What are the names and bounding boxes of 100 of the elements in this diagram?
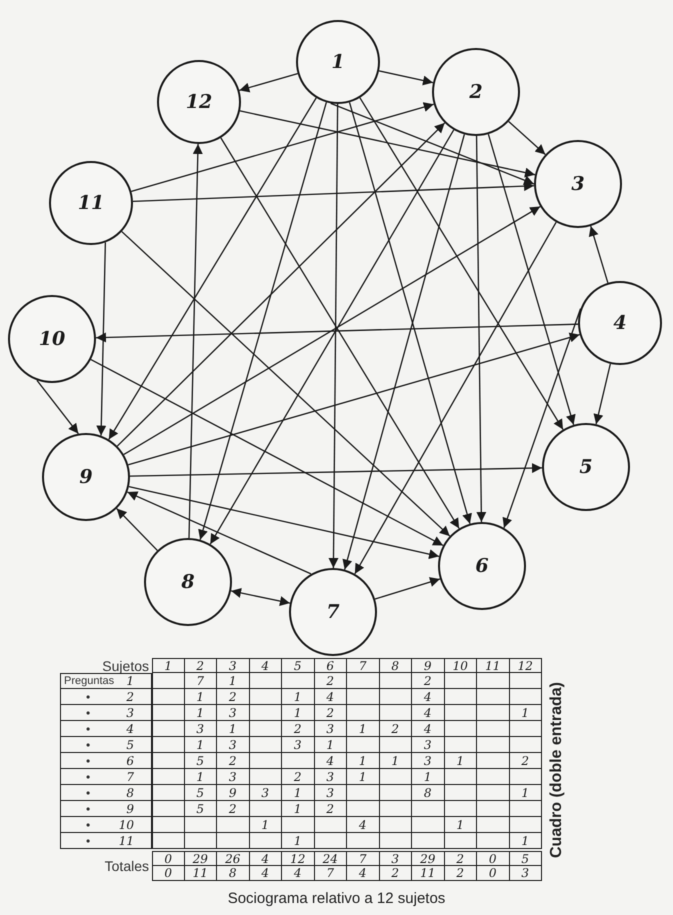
- arrow: [359, 97, 564, 430]
- table-cell: 2: [282, 721, 314, 737]
- ditto-mark: •: [86, 690, 90, 702]
- ditto-mark: •: [86, 770, 90, 782]
- table-cell: 7: [347, 851, 380, 866]
- arrow: [239, 73, 298, 92]
- arrow: [488, 134, 576, 425]
- table-cell: 1: [152, 658, 184, 673]
- table-cell: 0: [152, 866, 184, 881]
- table-cell: 2: [510, 753, 542, 769]
- subject-number: 11: [78, 192, 104, 214]
- table-cell: 4: [347, 866, 380, 881]
- table-cell: 11: [477, 658, 510, 673]
- arrow: [594, 364, 611, 424]
- row-number: 4: [126, 722, 134, 734]
- table-cell: 2: [217, 801, 250, 817]
- row-number: 8: [126, 786, 134, 798]
- table-cell: 1: [282, 833, 314, 849]
- arrow: [354, 222, 557, 574]
- table-cell: 2: [380, 866, 412, 881]
- table-cell: 4: [282, 866, 314, 881]
- table-cell: 4: [250, 866, 282, 881]
- row-number: 7: [126, 770, 134, 782]
- table-cell: 5: [184, 785, 217, 801]
- arrow: [121, 231, 450, 537]
- table-cell: 3: [380, 851, 412, 866]
- table-cell: 2: [282, 769, 314, 785]
- arrow: [240, 110, 536, 178]
- table-cell: 1: [217, 721, 250, 737]
- arrow: [128, 332, 580, 466]
- arrow: [90, 358, 444, 546]
- arrow: [128, 486, 440, 560]
- table-cell: 11: [412, 866, 444, 881]
- table-cell: 1: [314, 737, 347, 753]
- table-cell: 1: [510, 833, 542, 849]
- table-cell: 4: [412, 689, 444, 705]
- table-cell: 5: [510, 851, 542, 866]
- caption: Sociograma relativo a 12 sujetos: [226, 890, 446, 907]
- table-cell: 3: [314, 785, 347, 801]
- row-number: 5: [126, 738, 134, 750]
- table-cell: 7: [314, 866, 347, 881]
- subject-number: 5: [579, 456, 593, 478]
- table-cell: 1: [282, 801, 314, 817]
- arrow: [130, 463, 542, 477]
- arrow: [96, 324, 578, 342]
- arrow: [230, 588, 290, 606]
- ditto-mark: •: [86, 802, 90, 814]
- table-cell: 8: [380, 658, 412, 673]
- table-cell: 2: [444, 866, 477, 881]
- row-number: 3: [126, 706, 134, 718]
- arrow: [508, 120, 546, 156]
- row-number: 2: [126, 690, 134, 702]
- table-cell: 2: [217, 753, 250, 769]
- table-cell: 1: [217, 673, 250, 689]
- row-number: 10: [118, 818, 134, 830]
- row-number: 6: [126, 754, 134, 766]
- table-cell: 2: [380, 721, 412, 737]
- table-cell: 3: [282, 737, 314, 753]
- table-cell: 1: [250, 817, 282, 833]
- table-cell: 1: [380, 753, 412, 769]
- table-cell: 5: [184, 753, 217, 769]
- arrow: [131, 102, 434, 192]
- ditto-mark: •: [86, 786, 90, 798]
- table-cell: 4: [250, 851, 282, 866]
- table-cell: 4: [250, 658, 282, 673]
- table-cell: 7: [347, 658, 380, 673]
- table-cell: 1: [444, 817, 477, 833]
- arrow: [378, 70, 434, 86]
- table-cell: 10: [444, 658, 477, 673]
- subject-number: 1: [331, 51, 345, 73]
- arrow: [96, 242, 106, 436]
- table-cell: 1: [347, 769, 380, 785]
- table-cell: 1: [184, 705, 217, 721]
- table-cell: 3: [314, 721, 347, 737]
- ditto-mark: •: [86, 738, 90, 750]
- table-cell: 4: [412, 705, 444, 721]
- table-cell: 1: [282, 689, 314, 705]
- table-cell: 1: [282, 785, 314, 801]
- table-cell: 1: [282, 705, 314, 721]
- table-cell: 24: [314, 851, 347, 866]
- ditto-mark: •: [86, 754, 90, 766]
- table-cell: 1: [184, 769, 217, 785]
- arrow: [330, 102, 534, 185]
- table-cell: 5: [184, 801, 217, 817]
- table-cell: 3: [510, 866, 542, 881]
- table-cell: 1: [510, 785, 542, 801]
- ditto-mark: •: [86, 818, 90, 830]
- table-cell: 9: [412, 658, 444, 673]
- table-cell: 2: [314, 673, 347, 689]
- subject-number: 10: [38, 328, 66, 350]
- arrow: [116, 122, 446, 447]
- subject-number: 2: [469, 81, 483, 103]
- table-cell: 5: [282, 658, 314, 673]
- subject-number: 3: [571, 173, 585, 195]
- table-cell: 1: [412, 769, 444, 785]
- table-cell: 12: [510, 658, 542, 673]
- subject-number: 4: [613, 312, 627, 334]
- table-cell: 3: [314, 769, 347, 785]
- table-cell: 2: [217, 689, 250, 705]
- column-heading: Sujetos: [102, 658, 149, 672]
